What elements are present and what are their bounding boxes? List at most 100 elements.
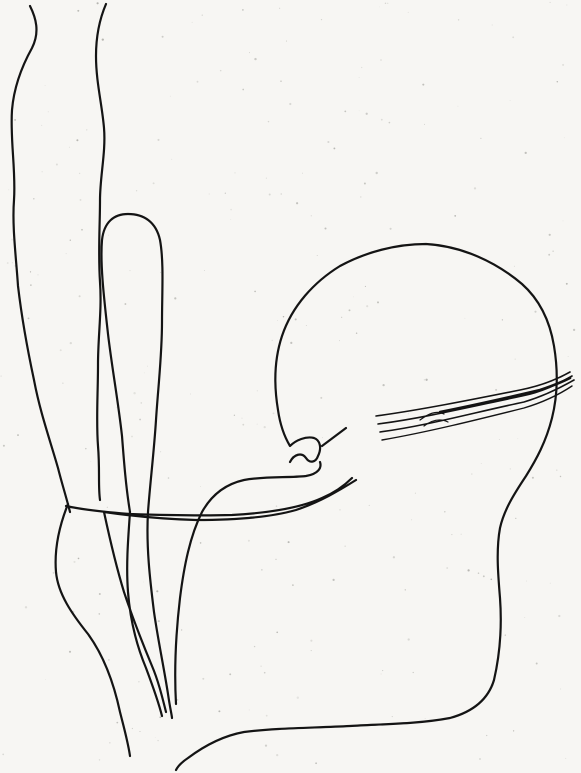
paper-speckle: [525, 152, 527, 154]
paper-speckle: [254, 646, 255, 647]
paper-speckle: [124, 303, 126, 305]
paper-speckle: [155, 737, 156, 738]
paper-speckle: [56, 163, 58, 165]
paper-speckle: [292, 584, 294, 586]
paper-speckle: [116, 722, 118, 724]
paper-speckle: [295, 318, 297, 320]
paper-speckle: [276, 631, 278, 633]
paper-speckle: [332, 579, 334, 581]
paper-speckle: [557, 81, 558, 82]
paper-speckle: [249, 52, 250, 53]
paper-speckle: [28, 317, 30, 319]
paper-speckle: [382, 670, 383, 671]
paper-speckle: [69, 651, 71, 653]
paper-speckle: [78, 558, 80, 560]
paper-speckle: [79, 295, 81, 297]
paper-speckle: [11, 239, 13, 241]
paper-speckle: [98, 613, 100, 615]
paper-speckle: [8, 189, 9, 190]
paper-speckle: [12, 262, 13, 263]
paper-speckle: [45, 679, 46, 680]
paper-speckle: [481, 463, 482, 464]
paper-speckle: [276, 754, 278, 756]
connector-tube-top: [66, 478, 352, 515]
paper-speckle: [359, 110, 360, 111]
paper-speckle: [499, 439, 500, 440]
paper-speckle: [339, 340, 340, 341]
paper-speckle: [558, 615, 560, 617]
paper-speckle: [458, 19, 459, 20]
paper-speckle: [377, 301, 379, 303]
paper-speckle: [30, 284, 31, 285]
paper-speckle: [153, 182, 155, 184]
paper-speckle: [517, 438, 518, 439]
paper-speckle: [457, 106, 458, 107]
paper-speckle: [365, 286, 366, 287]
paper-speckle: [171, 770, 172, 771]
paper-speckle: [204, 270, 205, 271]
paper-speckle: [573, 329, 575, 331]
paper-speckle: [266, 178, 267, 179]
paper-speckle: [381, 674, 382, 675]
paper-speckle: [341, 317, 342, 318]
paper-speckle: [510, 100, 511, 101]
paper-speckle: [174, 297, 176, 299]
paper-speckle: [405, 589, 406, 590]
paper-speckle: [225, 193, 226, 194]
paper-speckle: [202, 15, 203, 16]
paper-speckle: [231, 219, 232, 220]
paper-speckle: [302, 173, 303, 174]
paper-speckle: [393, 556, 395, 558]
paper-speckle: [310, 640, 312, 642]
paper-speckle: [257, 424, 258, 425]
paper-speckle: [353, 297, 354, 298]
paper-speckle: [261, 569, 262, 570]
paper-speckle: [560, 688, 561, 689]
paper-speckle: [502, 319, 503, 320]
paper-speckle: [202, 678, 204, 680]
paper-speckle: [392, 716, 393, 717]
neck-line: [175, 462, 320, 704]
paper-speckle: [7, 262, 9, 264]
paper-speckle: [425, 718, 426, 719]
paper-speckle: [41, 125, 42, 126]
paper-speckle: [136, 190, 137, 191]
paper-speckle: [138, 681, 139, 682]
paper-speckle: [218, 710, 220, 712]
paper-speckle: [339, 509, 340, 510]
paper-speckle: [548, 254, 550, 256]
paper-speckle: [269, 194, 271, 196]
paper-speckle: [422, 84, 424, 86]
paper-speckle: [297, 697, 299, 699]
paper-speckle: [444, 511, 446, 513]
paper-speckle: [311, 650, 312, 651]
paper-speckle: [254, 58, 256, 60]
paper-speckle: [281, 193, 282, 194]
paper-speckle: [420, 247, 421, 248]
paper-speckle: [490, 578, 492, 580]
paper-speckle: [415, 493, 416, 494]
bulb-outline: [176, 244, 557, 770]
paper-speckle: [147, 366, 148, 367]
paper-speckle: [311, 215, 312, 216]
paper-speckle: [62, 383, 63, 384]
paper-speckle: [495, 389, 497, 391]
paper-speckle: [471, 473, 473, 475]
paper-speckle: [446, 567, 448, 569]
paper-speckle: [275, 559, 276, 560]
paper-speckle: [200, 486, 201, 487]
paper-speckle: [283, 316, 284, 317]
paper-speckle: [564, 137, 565, 138]
paper-speckle: [296, 202, 298, 204]
paper-speckle: [266, 715, 268, 717]
paper-speckle: [549, 234, 551, 236]
paper-speckle: [321, 19, 322, 20]
paper-speckle: [99, 759, 100, 760]
paper-speckle: [257, 391, 258, 392]
paper-speckle: [249, 709, 250, 710]
paper-speckle: [515, 518, 516, 519]
paper-speckle: [108, 235, 109, 236]
paper-speckle: [80, 199, 82, 201]
paper-speckle: [81, 229, 83, 231]
paper-speckle: [550, 2, 551, 3]
